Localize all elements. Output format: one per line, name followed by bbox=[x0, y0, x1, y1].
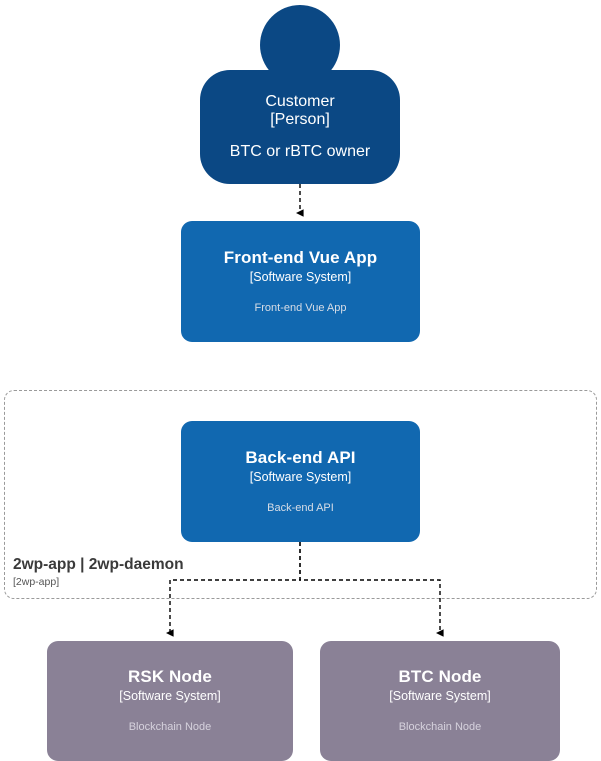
node-btc-type: [Software System] bbox=[389, 689, 491, 703]
node-frontend-title: Front-end Vue App bbox=[223, 247, 378, 267]
node-customer-description: BTC or rBTC owner bbox=[229, 143, 371, 160]
node-customer-type: [Person] bbox=[270, 111, 330, 128]
node-rsk-description: Blockchain Node bbox=[128, 721, 212, 733]
node-rsk-node[interactable]: RSK Node [Software System] Blockchain No… bbox=[47, 641, 293, 761]
node-rsk-type: [Software System] bbox=[119, 689, 221, 703]
boundary-label: 2wp-app | 2wp-daemon [2wp-app] bbox=[13, 555, 184, 589]
boundary-type: [2wp-app] bbox=[13, 576, 60, 588]
node-btc-title: BTC Node bbox=[398, 667, 482, 686]
node-customer-labels: Customer [Person] BTC or rBTC owner bbox=[200, 70, 400, 184]
boundary-title: 2wp-app | 2wp-daemon bbox=[13, 556, 184, 573]
node-backend-description: Back-end API bbox=[267, 501, 334, 514]
node-btc-description: Blockchain Node bbox=[398, 721, 482, 733]
node-customer[interactable]: Customer [Person] BTC or rBTC owner bbox=[200, 5, 400, 184]
person-body-shape bbox=[200, 70, 400, 184]
node-backend-type: [Software System] bbox=[249, 469, 352, 484]
node-frontend-description: Front-end Vue App bbox=[254, 301, 347, 314]
node-btc-node[interactable]: BTC Node [Software System] Blockchain No… bbox=[320, 641, 560, 761]
node-frontend-vue-app[interactable]: Front-end Vue App [Software System] Fron… bbox=[181, 221, 420, 342]
node-frontend-type: [Software System] bbox=[249, 269, 352, 284]
node-backend-title: Back-end API bbox=[245, 447, 356, 467]
node-customer-title: Customer bbox=[265, 93, 335, 110]
node-rsk-title: RSK Node bbox=[128, 667, 212, 686]
node-backend-api[interactable]: Back-end API [Software System] Back-end … bbox=[181, 421, 420, 542]
